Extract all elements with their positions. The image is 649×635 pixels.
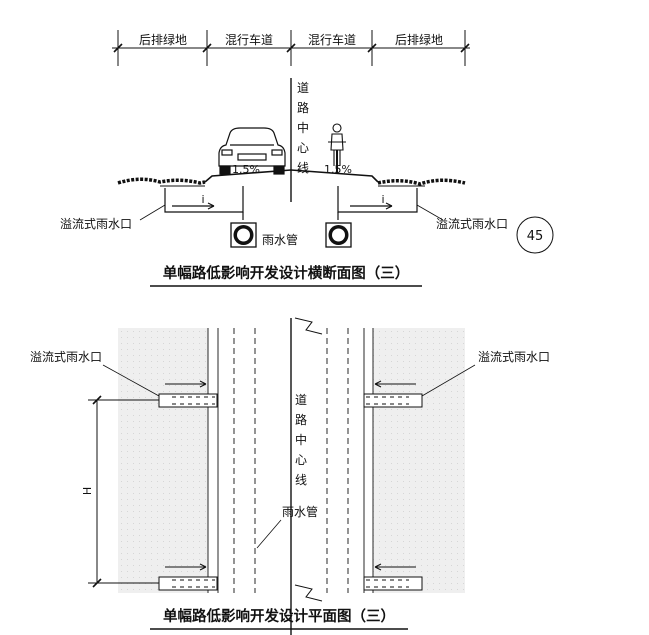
inlet-box-right bbox=[337, 186, 418, 220]
section-centerline-label: 道 路 中 心 线 bbox=[297, 81, 309, 175]
inlet-top-left bbox=[158, 380, 218, 408]
plan-pipe-label: 雨水管 bbox=[282, 504, 318, 519]
svg-text:心: 心 bbox=[297, 141, 309, 155]
break-mark-top bbox=[294, 317, 323, 335]
inlet-label-right: 溢流式雨水口 bbox=[436, 217, 508, 231]
inlet-top-right bbox=[363, 380, 423, 408]
pipe-right bbox=[325, 222, 352, 248]
zone-label-green-right: 后排绿地 bbox=[395, 32, 443, 47]
green-belt-left bbox=[117, 177, 206, 185]
plan-inlet-label-right: 溢流式雨水口 bbox=[478, 350, 550, 364]
svg-text:中: 中 bbox=[297, 120, 309, 135]
green-belt-right bbox=[377, 178, 466, 186]
figure-number-badge: 45 bbox=[516, 216, 554, 254]
svg-text:路: 路 bbox=[295, 412, 307, 427]
road-surface bbox=[204, 169, 379, 183]
zone-label-lane-left: 混行车道 bbox=[225, 32, 273, 47]
svg-text:中: 中 bbox=[295, 432, 307, 447]
svg-text:45: 45 bbox=[527, 229, 544, 244]
zone-label-green-left: 后排绿地 bbox=[139, 32, 187, 47]
zone-dimension-line bbox=[112, 30, 470, 66]
inlet-bottom-right bbox=[363, 563, 423, 591]
svg-text:道: 道 bbox=[295, 393, 307, 407]
plan-title: 单幅路低影响开发设计平面图（三） bbox=[163, 607, 395, 625]
pipe-left bbox=[230, 222, 257, 248]
svg-text:线: 线 bbox=[297, 161, 309, 175]
plan-inlet-label-left: 溢流式雨水口 bbox=[30, 350, 102, 364]
inlet-label-left: 溢流式雨水口 bbox=[60, 217, 132, 231]
plan-centerline-label: 道 路 中 心 线 bbox=[295, 393, 307, 487]
h-dimension-label: H bbox=[81, 487, 94, 495]
plan-view: 道 路 中 心 线 雨水管 bbox=[30, 317, 550, 635]
break-mark-bottom bbox=[294, 584, 323, 602]
svg-text:道: 道 bbox=[297, 81, 309, 95]
cyclist-icon bbox=[328, 123, 346, 173]
slope-label-left: 1.5% bbox=[232, 163, 260, 176]
car-icon bbox=[218, 127, 286, 175]
slope-label-right: 1.5% bbox=[324, 163, 352, 176]
zone-label-lane-right: 混行车道 bbox=[308, 32, 356, 47]
slope-mark-right: i bbox=[381, 193, 384, 206]
cross-section: 后排绿地 混行车道 混行车道 后排绿地 道 路 中 心 线 i bbox=[60, 30, 554, 287]
pipe-label: 雨水管 bbox=[262, 232, 298, 247]
svg-text:路: 路 bbox=[297, 100, 309, 115]
inlet-box-left bbox=[164, 186, 244, 220]
svg-text:线: 线 bbox=[295, 473, 307, 487]
slope-mark-left: i bbox=[201, 193, 204, 206]
svg-text:心: 心 bbox=[295, 453, 307, 467]
h-dimension bbox=[88, 395, 159, 588]
lane-lines bbox=[207, 328, 374, 593]
section-title: 单幅路低影响开发设计横断面图（三） bbox=[163, 264, 410, 282]
